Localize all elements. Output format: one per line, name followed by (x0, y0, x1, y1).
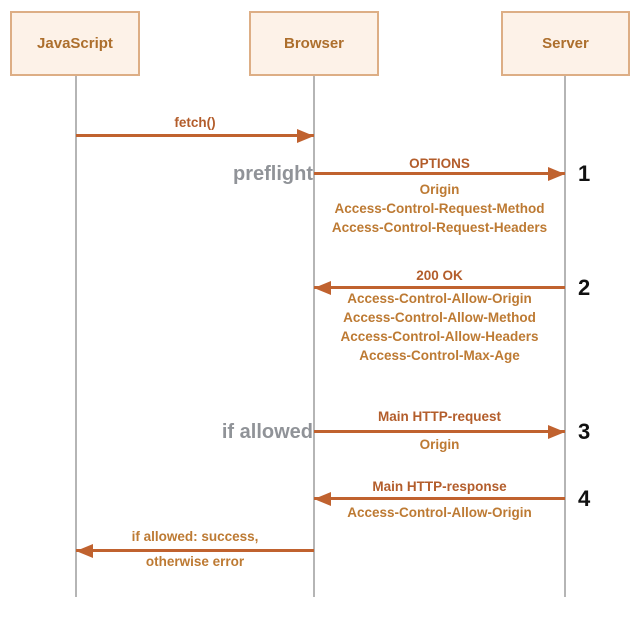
message-result-label: if allowed: success, (131, 529, 259, 544)
arrowhead-right-icon (297, 129, 314, 143)
arrowhead-right-icon (548, 425, 565, 439)
main-response-header: Access-Control-Allow-Origin (347, 505, 532, 520)
step-number-1: 1 (578, 161, 591, 186)
options-request-headers: Origin Access-Control-Request-Method Acc… (314, 180, 565, 237)
header-line: Access-Control-Request-Headers (331, 220, 548, 235)
header-line: Origin (419, 182, 460, 197)
annotation-preflight: preflight (233, 163, 313, 185)
step-number-3: 3 (578, 419, 591, 444)
actor-server-label: Server (542, 35, 589, 52)
message-main-response-label: Main HTTP-response (372, 479, 507, 494)
header-line: Access-Control-Allow-Method (343, 310, 536, 325)
header-line: Access-Control-Request-Method (334, 201, 545, 216)
message-main-request-arrow (314, 425, 565, 439)
message-main-response-arrow (314, 492, 565, 506)
arrowhead-left-icon (76, 544, 93, 558)
header-line: Access-Control-Max-Age (359, 348, 520, 363)
message-fetch-label: fetch() (174, 115, 216, 130)
header-line: Access-Control-Allow-Headers (340, 329, 539, 344)
actor-server: Server (501, 11, 630, 76)
lifeline-browser (313, 76, 315, 597)
message-200ok-label: 200 OK (416, 268, 463, 283)
step-number-4: 4 (578, 486, 591, 511)
lifeline-server (564, 76, 566, 597)
header-line: Access-Control-Allow-Origin (347, 291, 532, 306)
arrowhead-left-icon (314, 492, 331, 506)
message-result-arrow (76, 544, 314, 558)
actor-javascript-label: JavaScript (37, 35, 113, 52)
result-alternative-line: otherwise error (145, 554, 245, 569)
actor-javascript: JavaScript (10, 11, 140, 76)
arrowhead-left-icon (314, 281, 331, 295)
message-options-label: OPTIONS (409, 156, 470, 171)
lifeline-javascript (75, 76, 77, 597)
message-fetch-arrow (76, 129, 314, 143)
step-number-2: 2 (578, 275, 591, 300)
arrowhead-right-icon (548, 167, 565, 181)
preflight-response-headers: Access-Control-Allow-Origin Access-Contr… (314, 289, 565, 365)
annotation-if-allowed: if allowed (221, 421, 313, 443)
message-options-arrow (314, 167, 565, 181)
main-request-header: Origin (419, 437, 460, 452)
message-200ok-arrow (314, 281, 565, 295)
actor-browser-label: Browser (283, 35, 345, 52)
actor-browser: Browser (249, 11, 379, 76)
message-main-request-label: Main HTTP-request (377, 409, 501, 424)
